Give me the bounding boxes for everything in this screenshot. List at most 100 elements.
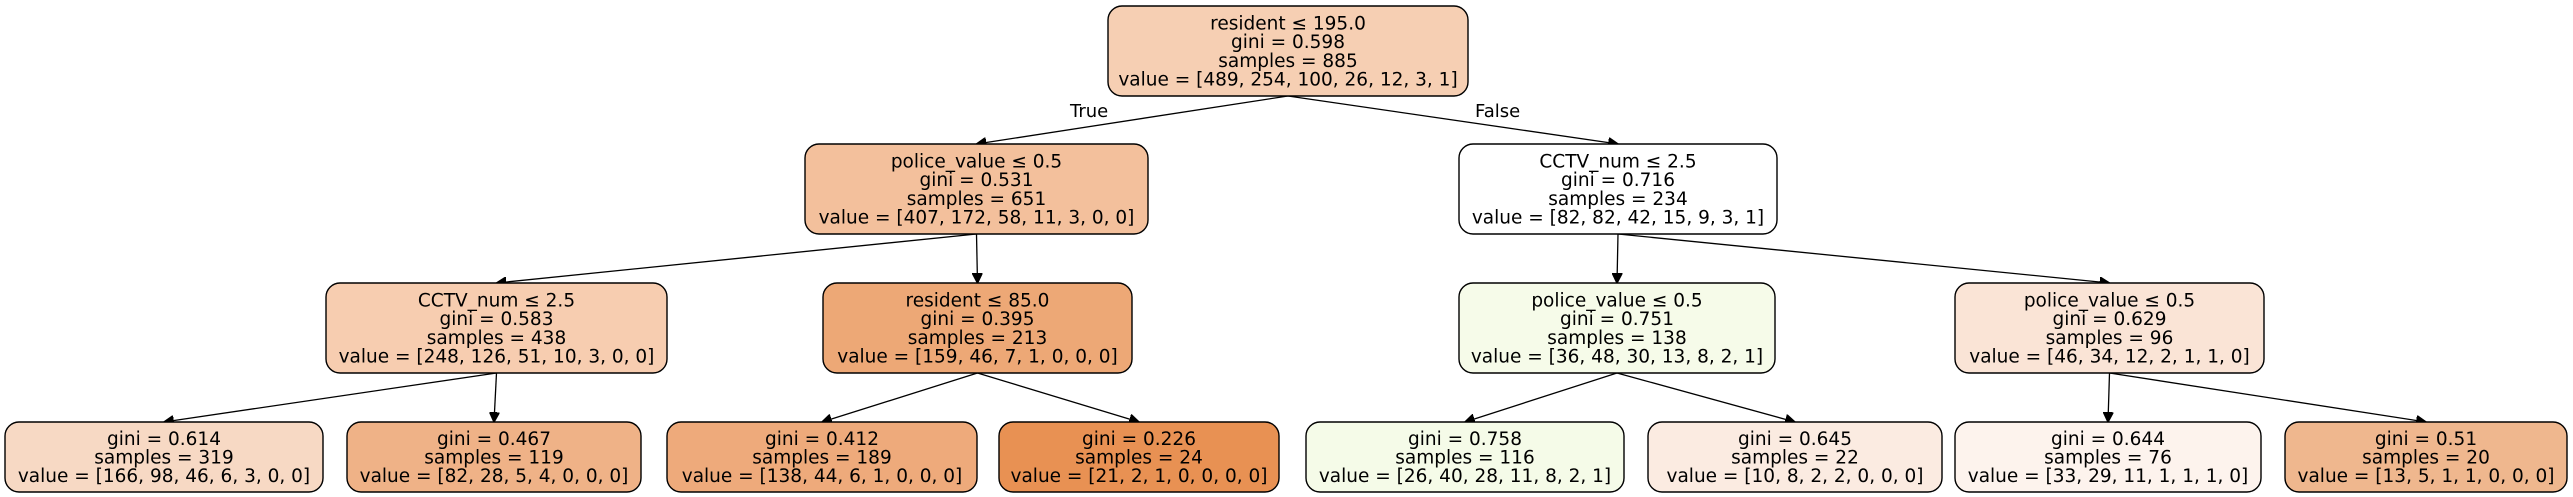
node-gini: gini = 0.644 xyxy=(2051,429,2165,450)
node-box xyxy=(1458,282,1776,374)
node-gini: gini = 0.226 xyxy=(1082,429,1196,450)
edge-n8-to-n12 xyxy=(1617,233,2110,283)
node-box xyxy=(346,421,642,493)
node-samples: samples = 119 xyxy=(424,448,563,469)
node-samples: samples = 234 xyxy=(1548,189,1687,210)
node-gini: gini = 0.645 xyxy=(1738,429,1852,450)
edge-n5-to-n7 xyxy=(977,372,1140,422)
edge-n0-to-n1 xyxy=(977,95,1289,144)
edge-n2-to-n4 xyxy=(494,372,497,422)
node-gini: gini = 0.395 xyxy=(921,309,1035,330)
node-box xyxy=(1954,421,2262,493)
edges-layer: True False xyxy=(164,95,2427,422)
node-samples: samples = 651 xyxy=(907,189,1046,210)
node-gini: gini = 0.758 xyxy=(1408,429,1522,450)
node-samples: samples = 213 xyxy=(908,328,1047,349)
node-gini: gini = 0.598 xyxy=(1231,32,1345,53)
node-samples: samples = 319 xyxy=(94,448,233,469)
node-box xyxy=(998,421,1280,493)
edge-label-false: False xyxy=(1475,101,1520,122)
node-gini: gini = 0.412 xyxy=(765,429,879,450)
node-gini: gini = 0.614 xyxy=(107,429,221,450)
node-samples: samples = 189 xyxy=(752,448,891,469)
node-box xyxy=(325,282,668,374)
edge-n0-to-n8 xyxy=(1287,95,1618,144)
node-samples: samples = 116 xyxy=(1395,448,1534,469)
node-box xyxy=(1458,143,1778,235)
node-box xyxy=(666,421,978,493)
node-value: value = [13, 5, 1, 1, 0, 0, 0] xyxy=(2298,466,2555,487)
node-box xyxy=(4,421,324,493)
node-value: value = [82, 28, 5, 4, 0, 0, 0] xyxy=(360,466,629,487)
node-gini: gini = 0.716 xyxy=(1561,170,1675,191)
node-gini: gini = 0.531 xyxy=(920,170,1034,191)
node-samples: samples = 76 xyxy=(2044,448,2172,469)
node-samples: samples = 885 xyxy=(1218,51,1357,72)
node-box xyxy=(1305,421,1625,493)
node-box xyxy=(822,282,1133,374)
node-samples: samples = 138 xyxy=(1547,328,1686,349)
edge-n8-to-n9 xyxy=(1617,233,1618,283)
node-split-rule: police_value ≤ 0.5 xyxy=(891,152,1062,173)
edge-n12-to-n13 xyxy=(2108,372,2110,422)
node-value: value = [33, 29, 11, 1, 1, 1, 0] xyxy=(1968,466,2249,487)
node-split-rule: resident ≤ 85.0 xyxy=(906,291,1050,312)
node-value: value = [10, 8, 2, 2, 0, 0, 0] xyxy=(1667,466,1924,487)
node-value: value = [407, 172, 58, 11, 3, 0, 0] xyxy=(819,207,1135,228)
node-value: value = [46, 34, 12, 2, 1, 1, 0] xyxy=(1969,346,2250,367)
edge-n12-to-n14 xyxy=(2109,372,2427,422)
node-samples: samples = 22 xyxy=(1731,448,1859,469)
edge-label-true: True xyxy=(1069,101,1108,122)
edge-n9-to-n10 xyxy=(1465,372,1618,422)
node-value: value = [248, 126, 51, 10, 3, 0, 0] xyxy=(339,346,655,367)
edge-n2-to-n3 xyxy=(164,372,497,422)
node-value: value = [36, 48, 30, 13, 8, 2, 1] xyxy=(1471,346,1763,367)
edge-n1-to-n5 xyxy=(977,233,978,283)
node-samples: samples = 24 xyxy=(1075,448,1203,469)
edge-n1-to-n2 xyxy=(497,233,977,283)
node-value: value = [489, 254, 100, 26, 12, 3, 1] xyxy=(1118,69,1457,90)
node-split-rule: police_value ≤ 0.5 xyxy=(1531,291,1702,312)
node-samples: samples = 20 xyxy=(2362,448,2490,469)
node-box xyxy=(1954,282,2265,374)
node-value: value = [166, 98, 46, 6, 3, 0, 0] xyxy=(18,466,310,487)
node-gini: gini = 0.467 xyxy=(437,429,551,450)
node-gini: gini = 0.583 xyxy=(440,309,554,330)
node-box xyxy=(2284,421,2568,493)
node-value: value = [159, 46, 7, 1, 0, 0, 0] xyxy=(837,346,1118,367)
edge-n5-to-n6 xyxy=(822,372,978,422)
node-gini: gini = 0.51 xyxy=(2375,429,2477,450)
node-samples: samples = 96 xyxy=(2046,328,2174,349)
node-value: value = [138, 44, 6, 1, 0, 0, 0] xyxy=(682,466,963,487)
node-samples: samples = 438 xyxy=(427,328,566,349)
node-value: value = [82, 82, 42, 15, 9, 3, 1] xyxy=(1472,207,1764,228)
node-box xyxy=(804,143,1149,235)
node-value: value = [26, 40, 28, 11, 8, 2, 1] xyxy=(1319,466,1611,487)
node-gini: gini = 0.751 xyxy=(1560,309,1674,330)
node-box xyxy=(1107,5,1469,97)
node-box xyxy=(1647,421,1943,493)
edge-n9-to-n11 xyxy=(1616,372,1795,422)
node-value: value = [21, 2, 1, 0, 0, 0, 0] xyxy=(1011,466,1268,487)
node-gini: gini = 0.629 xyxy=(2053,309,2167,330)
node-split-rule: CCTV_num ≤ 2.5 xyxy=(418,291,575,312)
node-split-rule: CCTV_num ≤ 2.5 xyxy=(1539,152,1696,173)
node-split-rule: resident ≤ 195.0 xyxy=(1210,14,1366,35)
